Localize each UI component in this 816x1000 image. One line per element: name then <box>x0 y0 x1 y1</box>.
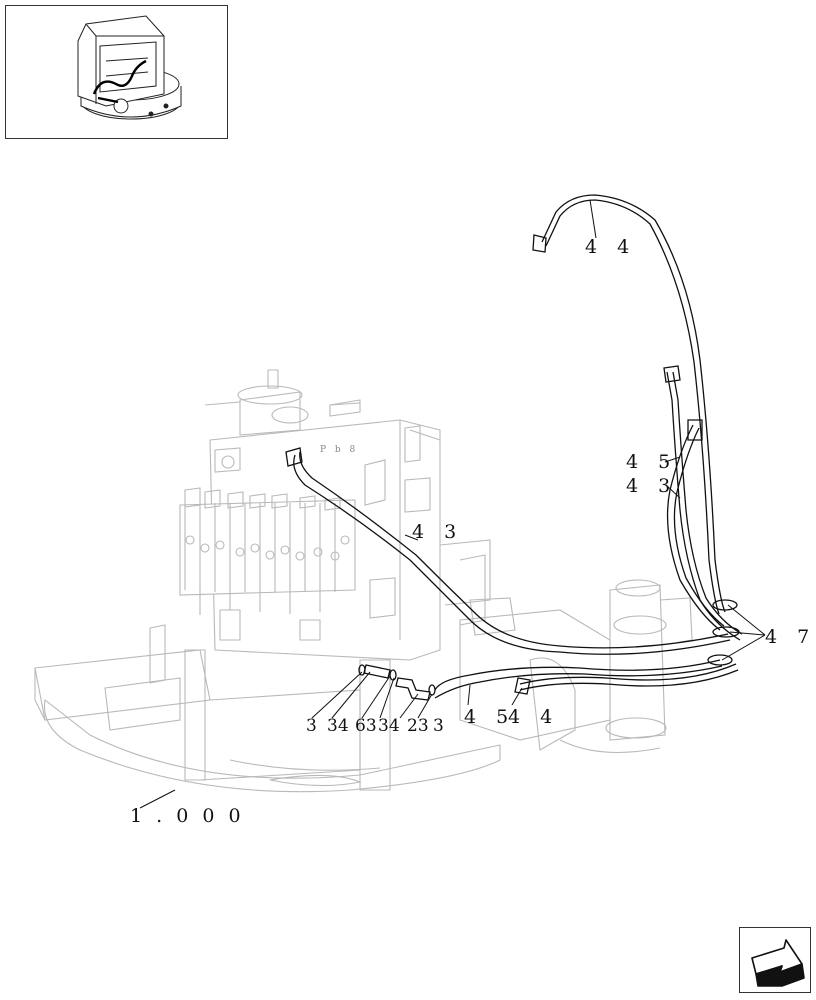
callout-3-b: 3 <box>433 716 444 736</box>
callout-23: 23 <box>407 716 429 736</box>
control-valve-block <box>179 369 516 661</box>
callout-43-mid: 4 3 <box>412 521 463 543</box>
machine-overview-icon <box>77 15 182 120</box>
callout-45-bottom: 4 5 <box>464 706 515 728</box>
hose-43-right <box>666 419 725 631</box>
fitting-group <box>358 664 436 701</box>
next-page-arrow-icon <box>751 939 805 987</box>
callout-34-a: 34 <box>327 716 349 736</box>
callout-3-a: 3 <box>306 716 317 736</box>
hose-45-lower <box>434 659 723 699</box>
callout-34-b: 34 <box>378 716 400 736</box>
leader-lines <box>139 199 766 809</box>
callout-63: 63 <box>355 716 377 736</box>
overview-thumbnail[interactable] <box>5 5 228 139</box>
hose-44-upper <box>532 194 726 615</box>
hose-43-main <box>285 447 731 655</box>
callout-44-bottom: 4 4 <box>508 706 559 728</box>
valve-tag-label: P b 8 <box>320 445 358 455</box>
turntable-frame <box>34 579 693 793</box>
callout-47: 4 7 <box>765 626 816 648</box>
callout-43-right: 4 3 <box>626 475 677 497</box>
callout-1000: 1 . 0 0 0 <box>130 805 245 827</box>
hose-44-lower <box>514 663 739 695</box>
callout-45-right: 4 5 <box>626 451 677 473</box>
hose-clamps <box>707 599 740 666</box>
next-page-button[interactable] <box>739 927 811 993</box>
hose-45-right <box>663 365 743 641</box>
callout-44-top: 4 4 <box>585 236 636 258</box>
